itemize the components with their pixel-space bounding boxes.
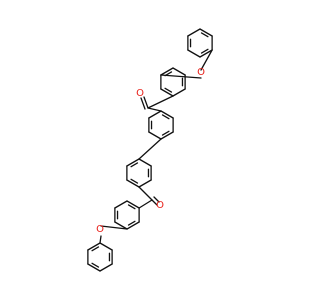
ring-top-phenyl-bond	[199, 28, 213, 37]
ring-biphenyl-upper-bond	[160, 110, 174, 119]
ring-bottom-phenylene-bond	[126, 200, 140, 209]
structure-canvas: O O O O	[87, 28, 213, 272]
ring-biphenyl-lower-double-bond	[130, 162, 139, 168]
ring-top-phenylene-bond	[172, 88, 186, 97]
ring-bottom-phenyl-double-bond	[91, 246, 100, 252]
ring-bottom-phenylene-double-bond	[127, 220, 136, 226]
atom-label-oxygen-bottom-carbonyl: O	[156, 200, 164, 211]
bond-ether-top-a	[200, 49, 213, 71]
ring-bottom-phenyl-bond	[99, 263, 113, 272]
bond-biphenyl-link	[138, 138, 162, 160]
ring-top-phenyl-double-bond	[200, 48, 209, 54]
atom-label-oxygen-top-ether: O	[197, 67, 205, 78]
bond-bottom-carbonyl-ring	[138, 199, 153, 209]
ring-top-phenylene-bond	[172, 67, 186, 76]
ring-top-phenyl-bond	[187, 49, 201, 58]
ring-bottom-phenyl-bond	[99, 242, 113, 251]
bond-bottom-co-double	[153, 196, 160, 203]
bond-top-carbonyl-mid	[147, 107, 162, 112]
bond-layer	[87, 28, 213, 272]
ring-bottom-phenyl-bond	[87, 242, 101, 251]
bond-top-co-double	[140, 97, 146, 110]
ring-biphenyl-upper-bond	[148, 110, 162, 119]
bond-ether-bottom-a	[100, 225, 128, 230]
ring-bottom-phenylene-bond	[114, 221, 128, 230]
atom-label-oxygen-bottom-ether: O	[96, 224, 104, 235]
ring-biphenyl-lower-bond	[126, 158, 140, 167]
ring-bottom-phenylene-bond	[114, 200, 128, 209]
ring-top-phenylene-bond	[160, 88, 174, 97]
ring-bottom-phenylene-double-bond	[127, 204, 136, 210]
ring-biphenyl-upper-double-bond	[161, 114, 170, 120]
ring-biphenyl-lower-bond	[138, 179, 152, 188]
bond-ether-top-b	[160, 74, 202, 79]
ring-bottom-phenyl-bond	[87, 263, 101, 272]
bond-top-co	[143, 96, 149, 109]
bond-bottom-carbonyl-mid	[138, 186, 153, 201]
atom-label-oxygen-top-carbonyl: O	[136, 88, 144, 99]
ring-bottom-phenyl-double-bond	[91, 262, 100, 268]
ring-bottom-phenylene-bond	[126, 221, 140, 230]
ring-biphenyl-lower-double-bond	[130, 178, 139, 184]
oxygen-labels: O O O O	[96, 67, 205, 235]
ring-biphenyl-upper-bond	[148, 131, 162, 140]
ring-biphenyl-upper-double-bond	[161, 130, 170, 136]
ring-biphenyl-upper-bond	[160, 131, 174, 140]
molecule-diagram: O O O O	[87, 28, 213, 272]
ring-top-phenyl-double-bond	[200, 32, 209, 38]
bond-bottom-co	[151, 199, 158, 206]
ring-top-phenylene-double-bond	[164, 87, 173, 93]
ring-top-phenyl-bond	[199, 49, 213, 58]
bond-top-carbonyl-ring	[147, 95, 174, 109]
ring-top-phenyl-bond	[187, 28, 201, 37]
bond-ether-bottom-b	[99, 235, 102, 244]
ring-biphenyl-lower-bond	[126, 179, 140, 188]
ring-top-phenylene-bond	[160, 67, 174, 76]
ring-biphenyl-lower-bond	[138, 158, 152, 167]
